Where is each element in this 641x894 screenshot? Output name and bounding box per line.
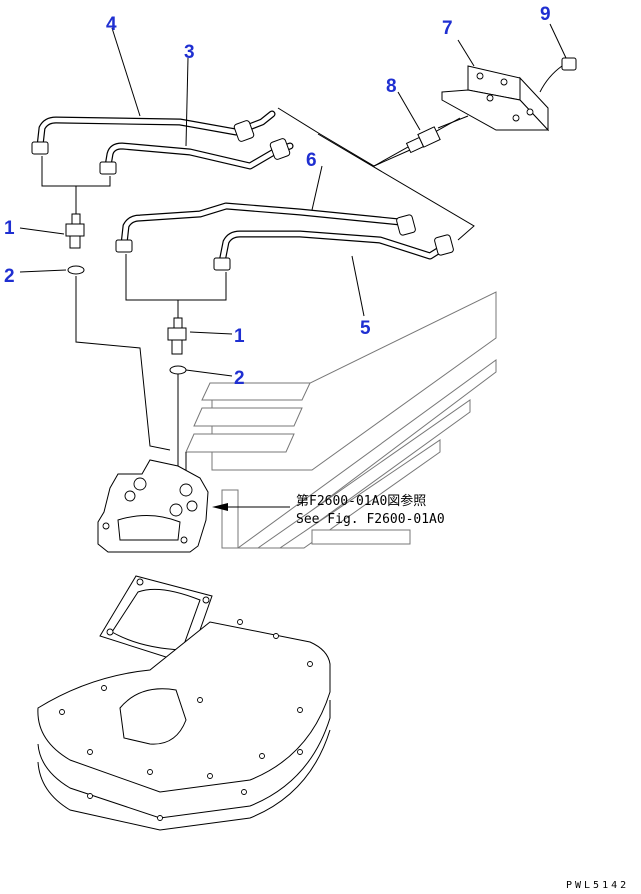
callout-9: 9 bbox=[540, 4, 551, 25]
callout-7: 7 bbox=[442, 18, 453, 39]
callout-2-left: 2 bbox=[4, 266, 15, 287]
watermark-logo bbox=[185, 291, 497, 549]
pipe-part-4 bbox=[31, 110, 276, 155]
callout-1-right: 1 bbox=[234, 326, 245, 347]
callout-4: 4 bbox=[106, 14, 117, 35]
callout-6: 6 bbox=[306, 150, 317, 171]
callout-1-left: 1 bbox=[4, 218, 15, 239]
reference-note-english: See Fig. F2600-01A0 bbox=[296, 512, 445, 527]
control-valve-body bbox=[97, 459, 209, 553]
pipe-part-5 bbox=[213, 230, 454, 271]
cover-plate-upper bbox=[37, 619, 331, 793]
sensor-part-9 bbox=[539, 57, 577, 93]
fitting-part-8 bbox=[405, 115, 469, 154]
pipe-part-3 bbox=[99, 138, 294, 175]
cover-plate-lower bbox=[37, 700, 331, 831]
o-ring-part-2-right bbox=[169, 365, 187, 375]
callout-8: 8 bbox=[386, 76, 397, 97]
block-part-7 bbox=[441, 65, 550, 132]
o-ring-part-2-left bbox=[67, 265, 85, 275]
pipe-part-6 bbox=[115, 202, 416, 253]
callout-5: 5 bbox=[360, 318, 371, 339]
reference-note-japanese: 第F2600-01A0図参照 bbox=[296, 493, 426, 509]
callout-3: 3 bbox=[184, 42, 195, 63]
drawing-code: PWL5142 bbox=[566, 880, 629, 891]
fitting-part-1-left bbox=[65, 213, 85, 249]
fitting-part-1-right bbox=[167, 317, 187, 355]
callout-2-right: 2 bbox=[234, 368, 245, 389]
leader-lines bbox=[19, 23, 567, 511]
